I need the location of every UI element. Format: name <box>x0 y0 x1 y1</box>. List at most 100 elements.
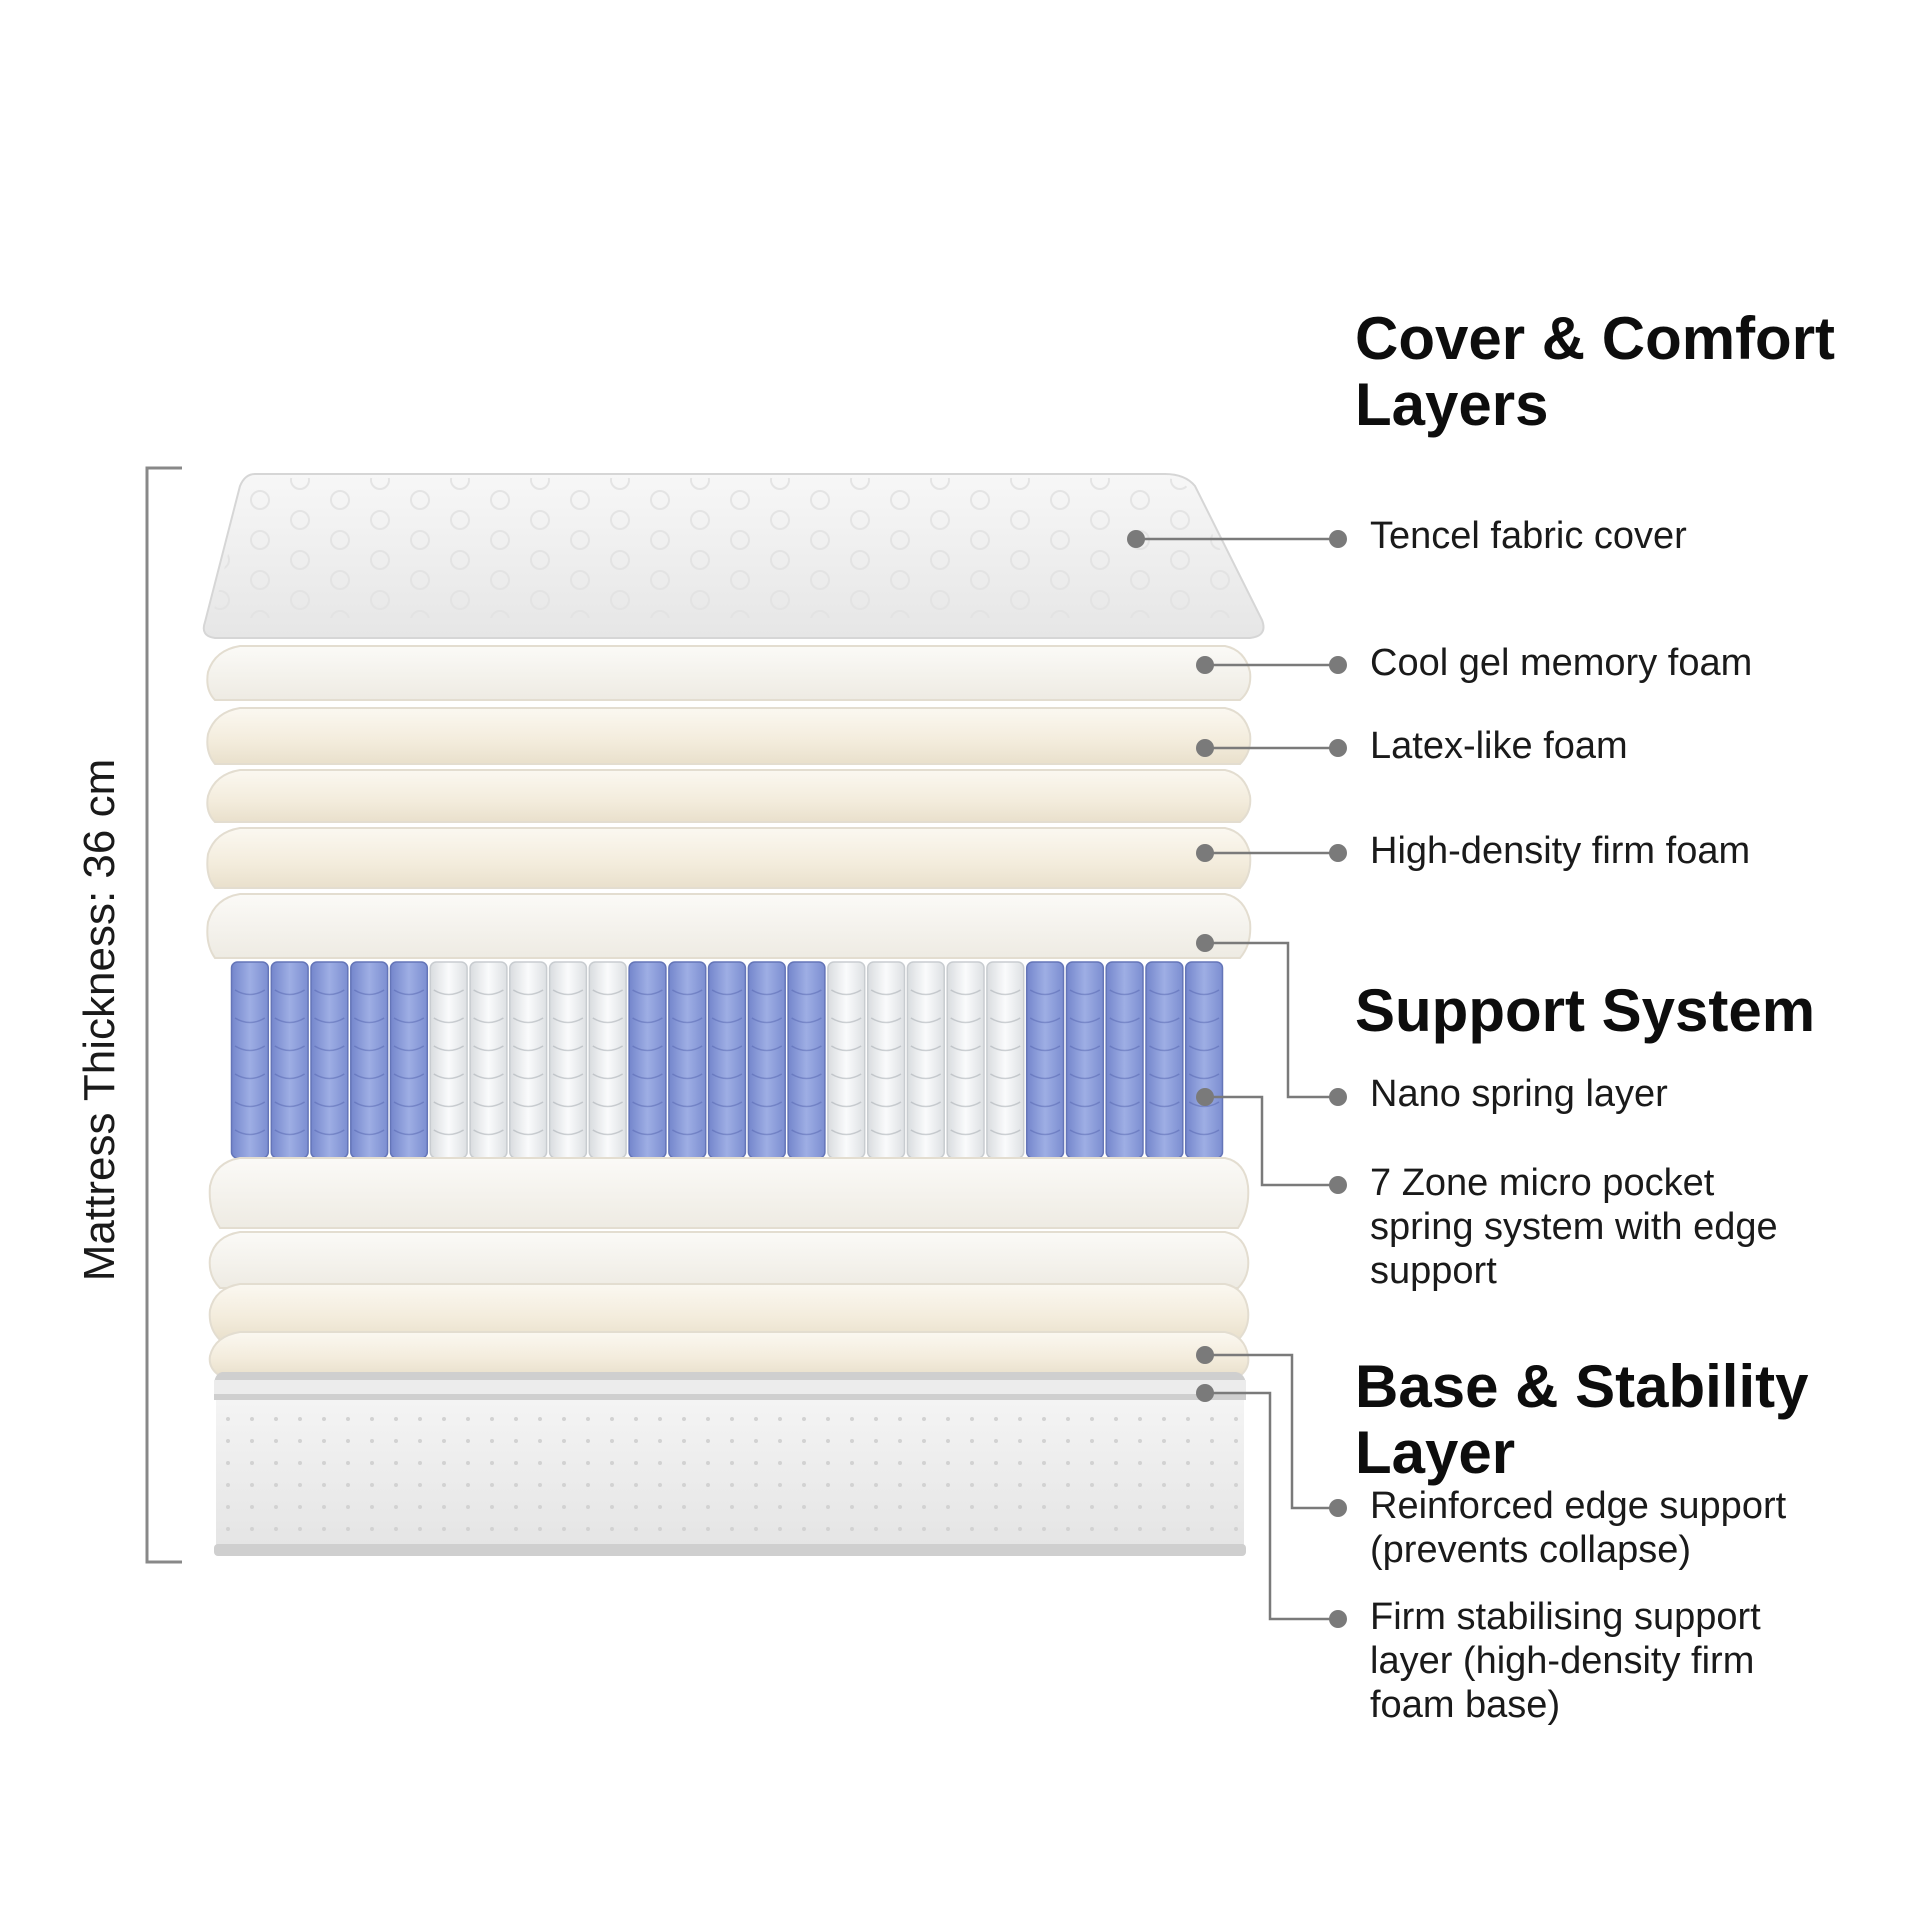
spring-coil-line <box>791 1101 822 1108</box>
leader-end-dot <box>1329 844 1347 862</box>
spring-coil-line <box>1029 1129 1061 1136</box>
label-reinforced-edge-support: Reinforced edge support (prevents collap… <box>1370 1485 1787 1571</box>
mattress-thickness-label: Mattress Thickness: 36 cm <box>75 758 124 1282</box>
leader-base <box>1205 1391 1338 1621</box>
leader-end-dot <box>1329 1088 1347 1106</box>
label-pocket-spring-system: 7 Zone micro pocket spring system with e… <box>1370 1162 1778 1292</box>
spring-coil-line <box>353 1129 385 1136</box>
spring-coil-line <box>870 1073 902 1080</box>
spring-coil-line <box>552 1073 584 1080</box>
foam-layer <box>206 893 1252 959</box>
spring-coil-line <box>1029 1073 1061 1080</box>
spring-coil-line <box>393 989 425 996</box>
spring-coil-line <box>1109 1017 1140 1024</box>
spring-coil-line <box>314 989 345 996</box>
spring-coil-line <box>950 1045 981 1052</box>
spring-coil-line <box>751 1129 783 1136</box>
leader-nano <box>1205 941 1338 1099</box>
spring-coil-line <box>950 989 981 996</box>
spring-coil-line <box>552 1045 584 1052</box>
spring-coil-line <box>1029 989 1061 996</box>
spring-coil-line <box>672 1129 703 1136</box>
spring-coil-line <box>473 1129 504 1136</box>
leader-start-dot <box>1196 1346 1214 1364</box>
comfort-foam-layers <box>206 645 1252 959</box>
spring-coil-line <box>791 1045 822 1052</box>
spring-coil-line <box>1188 1073 1220 1080</box>
spring-coil-line <box>234 1101 266 1108</box>
leader-end-dot <box>1329 530 1347 548</box>
foam-layer <box>208 1331 1250 1377</box>
spring-coil-line <box>990 1101 1021 1108</box>
spring-coil-line <box>870 1129 902 1136</box>
spring-coil-line <box>1109 1073 1140 1080</box>
spring-coil-line <box>1109 989 1140 996</box>
leader-start-dot <box>1196 934 1214 952</box>
spring-coil-line <box>1069 1017 1101 1024</box>
spring-coil-line <box>234 989 266 996</box>
spring-coil-line <box>751 1101 783 1108</box>
leader-start-dot <box>1196 1088 1214 1106</box>
spring-coil-line <box>552 1017 584 1024</box>
spring-coil-line <box>831 1129 862 1136</box>
label-firm-stabilising-base: Firm stabilising support layer (high-den… <box>1370 1596 1761 1726</box>
spring-coil-line <box>234 1129 266 1136</box>
spring-coil-line <box>990 989 1021 996</box>
label-nano-spring-layer: Nano spring layer <box>1370 1073 1668 1115</box>
leader-start-dot <box>1196 739 1214 757</box>
spring-coil-line <box>473 1017 504 1024</box>
spring-coil-line <box>314 1129 345 1136</box>
leader-start-dot <box>1127 530 1145 548</box>
spring-coil-line <box>592 1129 623 1136</box>
spring-coil-line <box>950 1017 981 1024</box>
leader-start-dot <box>1196 844 1214 862</box>
spring-coil-line <box>473 1073 504 1080</box>
spring-coil-line <box>393 1101 425 1108</box>
spring-coil-line <box>632 1017 663 1024</box>
spring-coil-line <box>433 1101 464 1108</box>
spring-coil-line <box>1029 1101 1061 1108</box>
spring-coil-line <box>512 1101 544 1108</box>
leader-end-dot <box>1329 1176 1347 1194</box>
foam-layer <box>206 827 1252 889</box>
leader-end-dot <box>1329 1610 1347 1628</box>
label-latex-like-foam: Latex-like foam <box>1370 725 1628 767</box>
spring-coil-line <box>433 989 464 996</box>
leader-lines <box>1127 530 1347 1628</box>
spring-coil-line <box>751 1017 783 1024</box>
spring-coil-line <box>711 1101 743 1108</box>
spring-coil-line <box>353 989 385 996</box>
pocket-spring-layer <box>230 961 1224 1159</box>
spring-coil-line <box>393 1045 425 1052</box>
label-tencel-fabric-cover: Tencel fabric cover <box>1370 515 1687 557</box>
spring-coil-line <box>1069 1101 1101 1108</box>
thickness-bracket <box>145 466 182 1564</box>
spring-coil-line <box>632 1129 663 1136</box>
spring-coil-line <box>751 989 783 996</box>
spring-coil-line <box>711 1073 743 1080</box>
spring-coil-line <box>950 1129 981 1136</box>
spring-coil-line <box>870 1017 902 1024</box>
leader-end-dot <box>1329 656 1347 674</box>
spring-coil-line <box>950 1073 981 1080</box>
spring-coil-line <box>1149 1073 1180 1080</box>
spring-coil-line <box>274 989 305 996</box>
spring-coil-line <box>1109 1045 1140 1052</box>
spring-coil-line <box>393 1017 425 1024</box>
spring-coil-line <box>711 1017 743 1024</box>
spring-coil-line <box>1109 1129 1140 1136</box>
spring-coil-line <box>353 1045 385 1052</box>
spring-coil-line <box>831 989 862 996</box>
spring-coil-line <box>552 1129 584 1136</box>
spring-coil-line <box>711 989 743 996</box>
spring-coil-line <box>672 1017 703 1024</box>
spring-coil-line <box>274 1045 305 1052</box>
spring-coil-line <box>592 1045 623 1052</box>
spring-coil-line <box>552 1101 584 1108</box>
leader-pocket <box>1205 1095 1338 1187</box>
spring-coil-line <box>512 1129 544 1136</box>
spring-coil-line <box>831 1045 862 1052</box>
lower-foam-layers <box>208 1157 1250 1377</box>
spring-coil-line <box>234 1073 266 1080</box>
spring-coil-line <box>910 989 942 996</box>
